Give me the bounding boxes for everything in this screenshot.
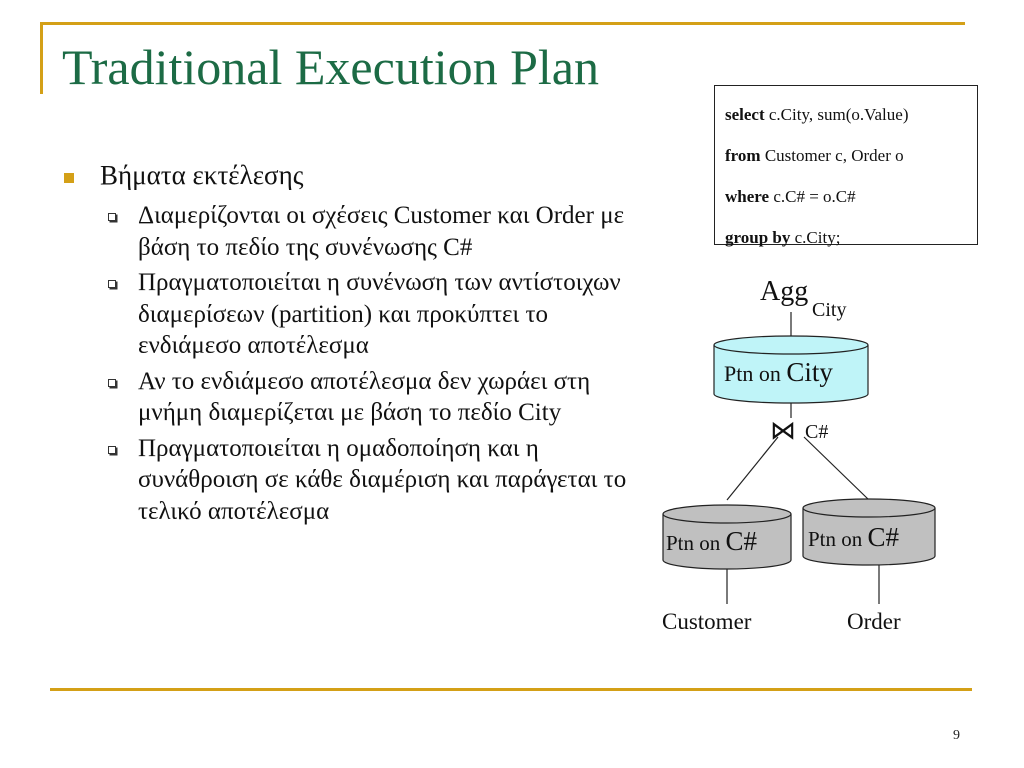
sub-bullet: Διαμερίζονται οι σχέσεις Customer και Or…: [62, 200, 642, 263]
hollow-square-bullet-icon: [108, 280, 116, 288]
partition-city-label: Ptn on City: [724, 357, 833, 387]
cylinder-body: [802, 508, 936, 566]
sql-keyword: from: [725, 146, 761, 165]
relation-customer-label: Customer: [662, 609, 752, 634]
relation-order-label: Order: [847, 609, 901, 634]
join-to-right-edge: [803, 436, 870, 501]
main-bullet-text: Βήματα εκτέλεσης: [100, 160, 304, 190]
hollow-square-bullet-icon: [108, 213, 116, 221]
partition-order-cylinder: Ptn on C#: [802, 498, 936, 566]
partition-order-label: Ptn on C#: [808, 522, 900, 552]
main-bullet: Βήματα εκτέλεσης: [62, 158, 642, 192]
bottom-rule: [50, 688, 972, 691]
sql-keyword: select: [725, 105, 765, 124]
sql-keyword: where: [725, 187, 770, 206]
hollow-square-bullet-icon: [108, 445, 116, 454]
join-icon: ⋈: [770, 416, 796, 445]
sub-bullet: Αν το ενδιάμεσο αποτέλεσμα δεν χωράει στ…: [62, 366, 642, 429]
agg-subscript: City: [812, 299, 846, 321]
sql-from-line: from Customer c, Order o: [725, 135, 967, 176]
sub-bullet: Πραγματοποιείται η συνένωση των αντίστοι…: [62, 267, 642, 362]
ptn-field: C#: [868, 522, 900, 552]
partition-customer-cylinder: Ptn on C#: [662, 504, 792, 570]
agg-operator-label: Agg: [760, 276, 808, 307]
cylinder-top: [662, 504, 792, 524]
hollow-square-bullet-icon: [108, 378, 116, 387]
sql-text: c.City;: [790, 228, 841, 247]
cylinder-body: [713, 345, 869, 404]
sql-keyword: group by: [725, 228, 791, 247]
page-number: 9: [953, 728, 960, 743]
bullet-list: Βήματα εκτέλεσης Διαμερίζονται οι σχέσει…: [62, 158, 642, 527]
sql-query-box: select c.City, sum(o.Value) from Custome…: [714, 85, 978, 247]
top-rule: [40, 22, 965, 25]
sql-group-line: group by c.City;: [725, 217, 967, 258]
ptn-prefix: Ptn on: [724, 361, 786, 386]
cylinder-body: [662, 514, 792, 570]
sub-bullet-text: Αν το ενδιάμεσο αποτέλεσμα δεν χωράει στ…: [138, 367, 591, 427]
join-to-left-edge: [726, 436, 779, 501]
cylinder-top: [713, 335, 869, 355]
ptn-prefix: Ptn on: [666, 531, 726, 555]
sub-bullet-text: Διαμερίζονται οι σχέσεις Customer και Or…: [138, 202, 625, 261]
partition-city-cylinder: Ptn on City: [713, 335, 869, 404]
cylinder-top: [802, 498, 936, 518]
left-rule: [40, 22, 43, 94]
sql-text: c.City, sum(o.Value): [764, 105, 909, 124]
join-attribute: C#: [805, 421, 828, 443]
sub-bullet-text: Πραγματοποιείται η συνένωση των αντίστοι…: [138, 269, 621, 359]
slide-title: Traditional Execution Plan: [62, 39, 599, 95]
ptn-field: City: [786, 357, 833, 387]
sql-text: Customer c, Order o: [760, 146, 904, 165]
sql-select-line: select c.City, sum(o.Value): [725, 94, 967, 135]
ptn-field: C#: [726, 526, 758, 556]
sql-where-line: where c.C# = o.C#: [725, 176, 967, 217]
square-bullet-icon: [64, 173, 74, 183]
ptn-prefix: Ptn on: [808, 527, 868, 551]
sub-bullet: Πραγματοποιείται η ομαδοποίηση και η συν…: [62, 433, 642, 528]
partition-customer-label: Ptn on C#: [666, 526, 758, 556]
sql-text: c.C# = o.C#: [769, 187, 856, 206]
sub-bullet-text: Πραγματοποιείται η ομαδοποίηση και η συν…: [138, 434, 627, 525]
